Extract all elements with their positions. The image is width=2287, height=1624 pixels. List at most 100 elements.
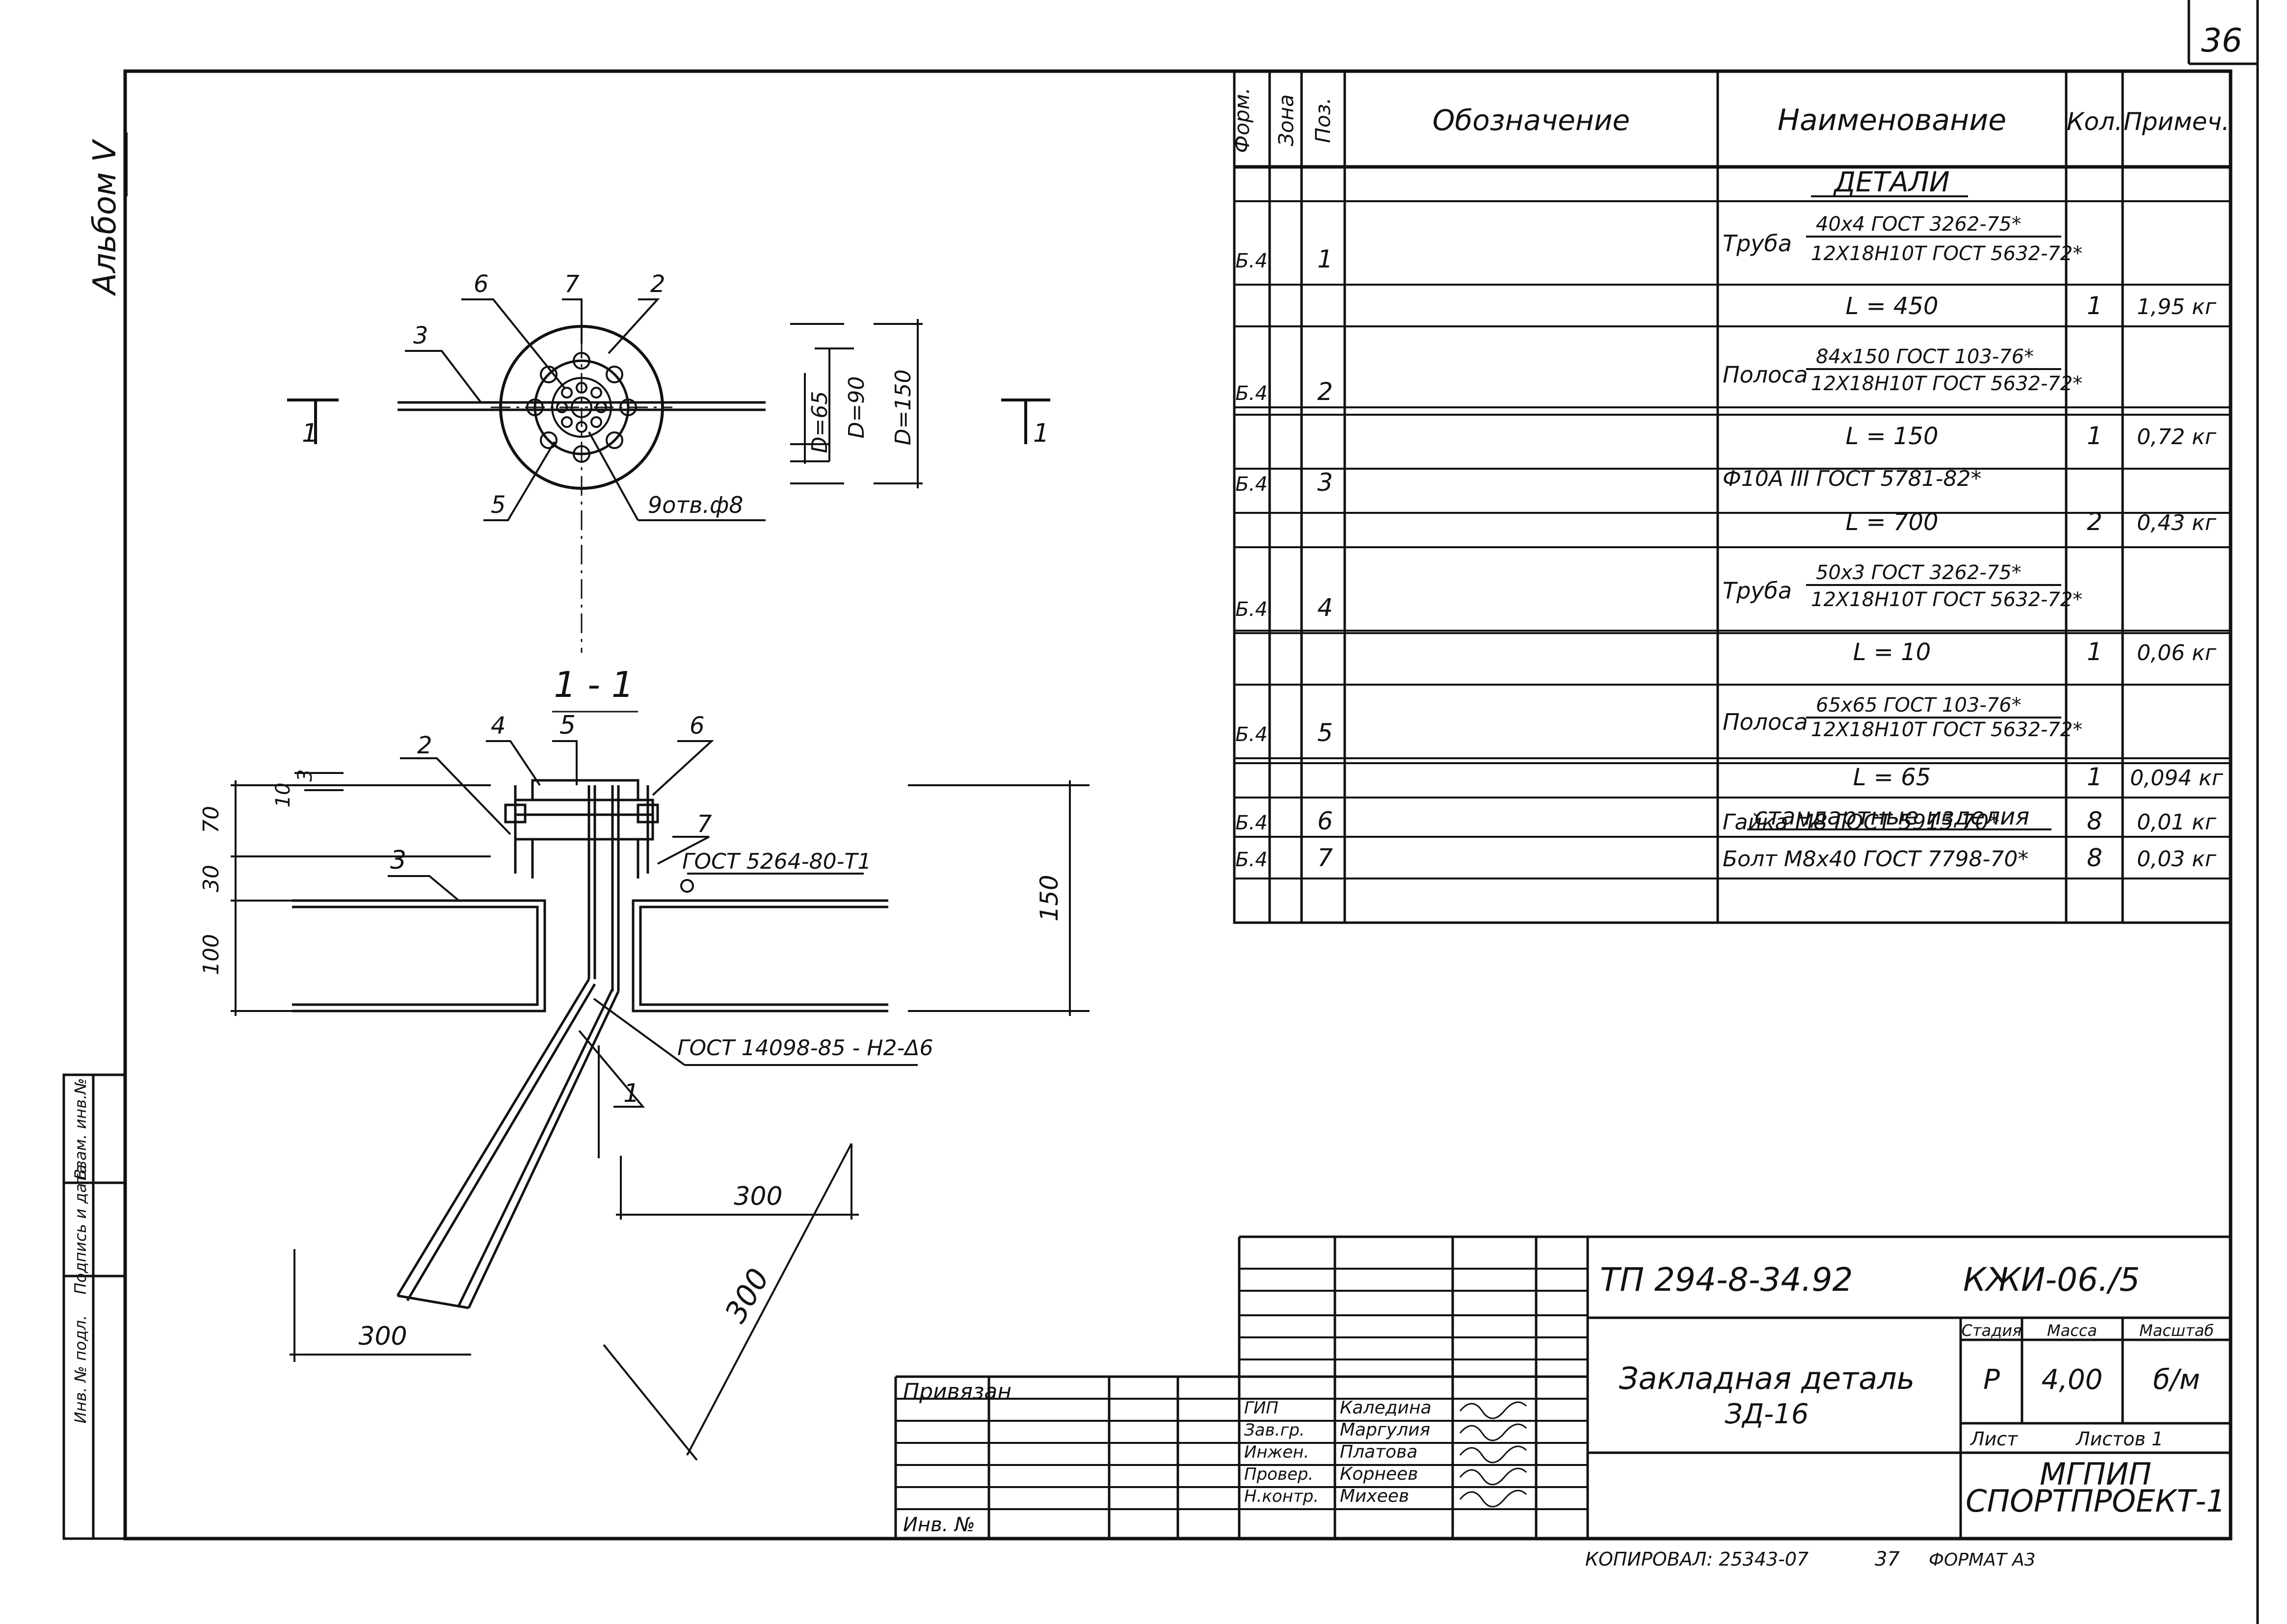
row-name-bottom: 12Х18Н10Т ГОСТ 5632-72* (1811, 588, 2082, 611)
staff-name: Каледина (1340, 1398, 1432, 1418)
sheet-code: КЖИ-06./5 (1963, 1261, 2140, 1299)
row-name-bottom: 12Х18Н10Т ГОСТ 5632-72* (1811, 719, 2082, 741)
staff-role: Инжен. (1244, 1442, 1309, 1462)
dim-10: 10 (272, 783, 294, 808)
row-qty: 1 (2087, 763, 2102, 791)
row-format: Б.4 (1235, 250, 1268, 272)
row-format: Б.4 (1235, 723, 1268, 746)
staff-role: Провер. (1244, 1464, 1313, 1484)
signature (1459, 1423, 1527, 1441)
title-block-grid (894, 1235, 2231, 1539)
scale-value: б/м (2153, 1364, 2200, 1396)
copied-sheet: 37 (1875, 1548, 1900, 1571)
mass-value: 4,00 (2042, 1364, 2103, 1396)
staff-name: Михеев (1340, 1486, 1409, 1506)
plan-view (287, 298, 1050, 653)
left-strip-label: Инв. № подл. (71, 1315, 90, 1424)
sec-leader-3: 3 (390, 846, 406, 875)
row-name-main: Полоса (1723, 709, 1808, 735)
row-note: 0,72 кг (2137, 425, 2217, 450)
weld-note: ГОСТ 5264-80-Т1 (682, 849, 871, 874)
format-label: ФОРМАТ А3 (1929, 1550, 2036, 1570)
row-length: L = 65 (1853, 764, 1931, 791)
row-note: 0,03 кг (2137, 847, 2217, 872)
row-qty: 8 (2087, 807, 2102, 835)
stage-value: Р (1983, 1364, 2000, 1396)
sheet-number: 36 (2201, 22, 2242, 59)
row-name-main: Болт М8х40 ГОСТ 7798-70* (1723, 847, 2028, 872)
org-line2: СПОРТПРОЕКТ-1 (1966, 1483, 2226, 1519)
row-note: 0,43 кг (2137, 510, 2217, 535)
row-qty: 8 (2087, 844, 2102, 872)
dim-3: 3 (294, 769, 317, 781)
row-pos: 4 (1317, 593, 1333, 622)
row-pos: 1 (1317, 245, 1333, 273)
row-name-main: Гайка М8 ГОСТ 5915-70* (1723, 810, 1999, 835)
row-pos: 5 (1317, 719, 1333, 747)
row-length: L = 700 (1845, 508, 1938, 536)
header-name: Наименование (1778, 103, 2006, 137)
section-mark-left: 1 (302, 419, 318, 448)
section-standard: стандартные изделия (1755, 803, 2029, 830)
dim-d150: D=150 (891, 370, 916, 446)
header-note: Примеч. (2124, 107, 2230, 136)
plan-holes: 9отв.ф8 (648, 492, 744, 518)
header-designation: Обозначение (1433, 104, 1630, 137)
doc-code: ТП 294-8-34.92 (1600, 1261, 1853, 1299)
signature (1459, 1490, 1527, 1508)
row-name-top: 84х150 ГОСТ 103-76* (1816, 346, 2034, 368)
row-qty: 1 (2087, 638, 2102, 666)
plan-leader-5: 5 (491, 491, 506, 519)
staff-name: Платова (1340, 1442, 1417, 1462)
row-note: 1,95 кг (2137, 294, 2217, 319)
plan-leader-6: 6 (474, 270, 489, 298)
header-pos: Поз. (1311, 98, 1335, 143)
row-qty: 1 (2087, 292, 2102, 320)
dim-30: 30 (199, 865, 224, 892)
row-note: 0,06 кг (2137, 640, 2217, 666)
sec-leader-5: 5 (559, 711, 576, 740)
header-qty: Кол. (2067, 107, 2123, 136)
staff-name: Корнеев (1340, 1464, 1418, 1484)
album-label: Альбом V (87, 138, 123, 296)
row-note: 0,01 кг (2137, 810, 2217, 835)
sheet-label: Лист (1969, 1428, 2019, 1450)
dim-d90: D=90 (844, 376, 869, 439)
section-view (231, 711, 1090, 1461)
plan-leader-7: 7 (564, 270, 580, 298)
sheets-label: Листов 1 (2075, 1428, 2163, 1450)
staff-role: Н.контр. (1244, 1487, 1319, 1506)
drawing-subtitle: ЗД-16 (1725, 1398, 1808, 1430)
left-strip-label: Взам. инв.№ (71, 1078, 90, 1179)
dim-d65: D=65 (807, 391, 832, 453)
org-line1: МГПИП (2040, 1456, 2152, 1492)
row-pos: 6 (1317, 807, 1333, 835)
copied-label: КОПИРОВАЛ: 25343-07 (1585, 1548, 1808, 1570)
dim-70: 70 (199, 806, 224, 833)
sec-leader-1: 1 (623, 1079, 639, 1108)
section-mark-right: 1 (1033, 419, 1049, 448)
row-pos: 7 (1317, 844, 1333, 872)
row-name-top: 50х3 ГОСТ 3262-75* (1816, 561, 2021, 584)
row-length: L = 450 (1845, 293, 1938, 320)
row-format: Б.4 (1235, 812, 1268, 834)
row-length: L = 10 (1853, 639, 1931, 666)
signature (1459, 1401, 1527, 1419)
drawing-title: Закладная деталь (1619, 1360, 1915, 1396)
row-name-main: Ф10А III ГОСТ 5781-82* (1723, 466, 1981, 491)
row-note: 0,094 кг (2130, 766, 2224, 791)
left-strip-label: Подпись и дата (71, 1164, 90, 1294)
row-name-main: Труба (1723, 578, 1792, 604)
row-name-bottom: 12Х18Н10Т ГОСТ 5632-72* (1811, 373, 2082, 395)
row-name-bottom: 12Х18Н10Т ГОСТ 5632-72* (1811, 242, 2082, 265)
section-details: ДЕТАЛИ (1833, 166, 1950, 198)
staff-role: ГИП (1244, 1398, 1278, 1418)
row-format: Б.4 (1235, 598, 1268, 621)
staff-name: Маргулия (1340, 1420, 1430, 1440)
row-qty: 2 (2087, 507, 2102, 536)
dim-150: 150 (1035, 875, 1064, 921)
staff-role: Зав.гр. (1244, 1420, 1305, 1440)
signature (1459, 1445, 1527, 1464)
row-name-top: 40х4 ГОСТ 3262-75* (1816, 213, 2021, 236)
